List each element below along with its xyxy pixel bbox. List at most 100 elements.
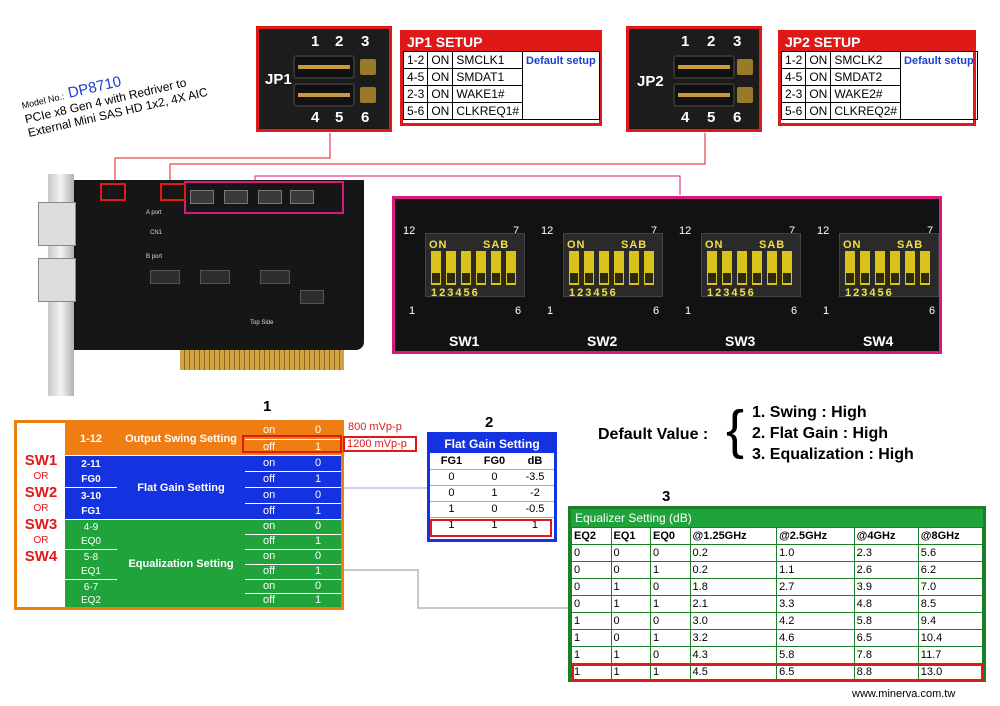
value-cell: 1: [315, 565, 322, 577]
redriver-chip: [260, 270, 290, 284]
state-cell: on: [263, 489, 276, 501]
table-row: 4-5 ON SMDAT2: [780, 68, 978, 86]
table-cell: 0: [472, 468, 516, 485]
jp-pins-cell: 5-6: [780, 102, 807, 120]
table-cell: 0: [472, 500, 516, 517]
dip-switch-small: [190, 190, 214, 204]
value-cell: 0: [315, 424, 322, 436]
equalizer-table: Equalizer Setting (dB) EQ2 EQ1 EQ0 @1.25…: [568, 506, 986, 682]
jumper-pin: [360, 87, 376, 103]
table-cell: 1: [571, 629, 612, 647]
sw-or: OR: [33, 471, 49, 482]
pcie-gold-fingers: [180, 350, 344, 370]
value-cell: 0: [315, 550, 322, 562]
sw-pin-12: 12: [403, 225, 416, 237]
state-cell: off: [263, 594, 276, 606]
flat-label-cell: Flat Gain Setting: [117, 455, 245, 519]
table-cell: 0: [430, 484, 473, 501]
sw-digits: 123456: [845, 287, 894, 299]
table-cell: 2.3: [853, 544, 919, 562]
column-header: dB: [527, 454, 543, 467]
jp2-photo-label: JP2: [637, 73, 664, 90]
table-cell: 1: [571, 663, 612, 681]
jp1-pin-2: 2: [335, 33, 344, 50]
sw-pin-7: 7: [651, 225, 658, 237]
swing-default-highlight: [242, 435, 342, 453]
sw-or: OR: [33, 535, 49, 546]
jumper-cap: [673, 83, 735, 107]
sw-on-label: ON: [567, 239, 586, 251]
dip-lever: [767, 251, 777, 285]
column-header: FG1: [440, 454, 463, 467]
sw-name-sw2: SW2: [24, 484, 58, 501]
card-image: A port CN1 B port Top Side: [30, 170, 364, 400]
jumper-pin: [737, 59, 753, 75]
table-cell: 2.1: [689, 595, 778, 613]
table-cell: 0: [650, 612, 691, 630]
default-item-equalization: 3. Equalization : High: [752, 446, 914, 463]
jp2-pin-5: 5: [707, 109, 716, 126]
sw-pin-6: 6: [929, 305, 936, 317]
table-cell: 1: [610, 578, 652, 596]
redriver-chip: [300, 290, 324, 304]
eq-sig-c: EQ2: [80, 595, 101, 606]
table-cell: 4.2: [776, 612, 855, 630]
table-cell: 8.8: [853, 663, 919, 681]
sw-name: SW4: [863, 333, 894, 349]
flat-sig-a: FG0: [81, 474, 101, 485]
value-cell: 1: [315, 535, 322, 547]
state-cell: off: [263, 441, 276, 453]
eq-row: off 1: [245, 534, 341, 549]
sw-pin-1: 1: [409, 305, 416, 317]
table-row: 4-5 ON SMDAT1: [402, 68, 600, 86]
dip-lever: [446, 251, 456, 285]
table-row: 2-3 ON WAKE2#: [780, 85, 978, 103]
table-cell: 0: [650, 544, 691, 562]
value-cell: 1: [315, 505, 322, 517]
sw-pin-12: 12: [679, 225, 692, 237]
table-cell: 4.8: [853, 595, 919, 613]
eq-pins-b: 5-8: [83, 552, 99, 563]
sw-sab-label: SAB: [897, 239, 924, 251]
sw-or: OR: [33, 503, 49, 514]
redriver-chip: [200, 270, 230, 284]
table-cell: 0: [610, 561, 652, 579]
dip-lever: [461, 251, 471, 285]
sw-name-sw1: SW1: [24, 452, 58, 469]
flat-gain-title: Flat Gain Setting: [430, 435, 554, 453]
top-side-label: Top Side: [250, 320, 274, 326]
jp1-photo-label: JP1: [265, 71, 292, 88]
swing-note-1200: 1200 mVp-p: [347, 438, 407, 450]
table-cell: 9.4: [917, 612, 984, 630]
flat-gain-table: Flat Gain Setting FG1 FG0 dB 0 0 -3.5 0 …: [427, 432, 557, 542]
swing-note-1200-box: 1200 mVp-p: [343, 436, 417, 452]
dip-lever: [875, 251, 885, 285]
table-cell: 1.0: [776, 544, 855, 562]
swing-label: Output Swing Setting: [125, 433, 237, 445]
state-cell: off: [263, 505, 276, 517]
table-cell: 1: [650, 595, 691, 613]
table-row: 1 0 -0.5: [430, 500, 554, 517]
website-url: www.minerva.com.tw: [852, 688, 956, 700]
table-row: 1-2 ON SMCLK1 Default setup: [402, 51, 600, 120]
jp-state-cell: ON: [427, 51, 454, 69]
default-item-flat-gain: 2. Flat Gain : High: [752, 425, 889, 442]
sw-on-label: ON: [429, 239, 448, 251]
jp1-pin-5: 5: [335, 109, 344, 126]
value-cell: 1: [315, 441, 322, 453]
sw-pin-1: 1: [685, 305, 692, 317]
jp-state-cell: ON: [427, 68, 454, 86]
eq-label: Equalization Setting: [128, 558, 234, 570]
dip-switch-highlight: [184, 181, 344, 214]
state-cell: on: [263, 520, 276, 532]
dip-lever: [920, 251, 930, 285]
column-header: @4GHz: [853, 527, 919, 545]
table-cell: 7.8: [853, 646, 919, 664]
column-header: EQ0: [650, 527, 691, 545]
jp1-setup-title: JP1 SETUP: [403, 33, 599, 51]
table-cell: -3.5: [515, 468, 554, 485]
sw-pin-12: 12: [817, 225, 830, 237]
column-header: EQ2: [571, 527, 612, 545]
switch-sw2: 12 7 ON SAB 123456 1 6 SW2: [541, 215, 669, 355]
